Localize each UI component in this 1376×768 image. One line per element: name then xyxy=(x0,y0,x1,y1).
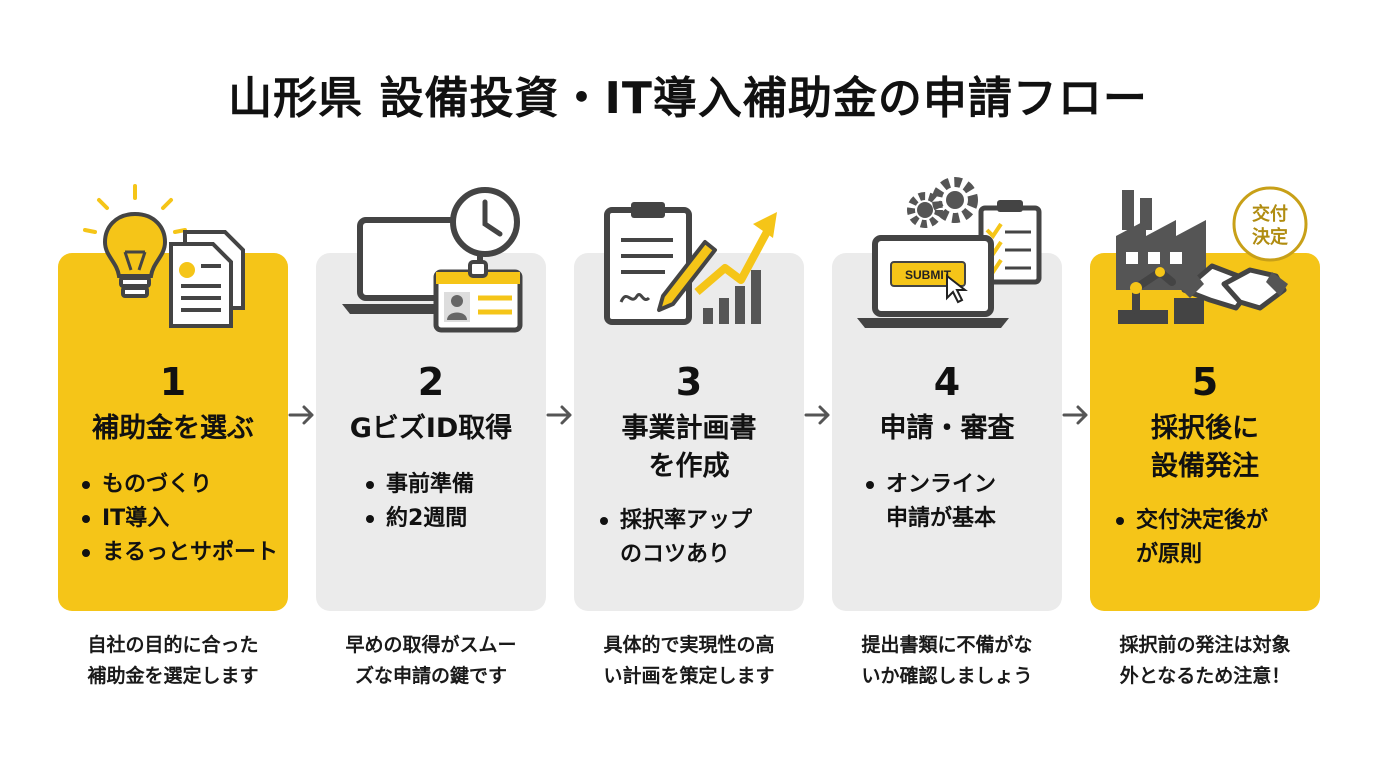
bullet-item: オンライン xyxy=(862,468,1092,502)
step-title-4: 申請・審査 xyxy=(879,413,1015,444)
step-icon-4: SUBMIT xyxy=(845,177,1105,340)
clipboard-icon xyxy=(604,202,692,325)
bullet-item: まるっとサポート xyxy=(78,536,308,570)
bullet-item-continuation: が原則 xyxy=(1136,542,1203,567)
step-bullets-5: 交付決定後が が原則 xyxy=(1112,504,1342,572)
bullet-item-continuation: 申請が基本 xyxy=(886,506,997,531)
growth-chart-icon xyxy=(694,212,777,324)
bullet-item: ものづくり xyxy=(78,468,308,502)
bullet-item: IT導入 xyxy=(78,502,308,536)
step-bullets-3: 採択率アップ のコツあり xyxy=(596,504,826,572)
flow-arrow-icon xyxy=(803,400,833,430)
bullet-item: 採択率アップ xyxy=(596,504,826,538)
bullet-item: 事前準備 xyxy=(362,468,592,502)
handshake-icon xyxy=(1180,263,1288,311)
step-caption-4: 提出書類に不備がな いか確認しましょう xyxy=(861,634,1033,687)
step-caption-3: 具体的で実現性の高 い計画を策定します xyxy=(603,634,775,687)
step-icon-2 xyxy=(330,180,590,340)
pencil-icon xyxy=(657,240,717,312)
step-number-3: 3 xyxy=(675,360,703,404)
flow-arrow-icon xyxy=(287,400,317,430)
checklist-icon xyxy=(978,200,1042,285)
bullet-item: 約2週間 xyxy=(362,502,592,536)
step-title-3: 事業計画書 を作成 xyxy=(621,413,757,482)
svg-text:交付: 交付 xyxy=(1252,203,1288,225)
bullet-item-continuation: のコツあり xyxy=(620,542,731,567)
svg-text:決定: 決定 xyxy=(1252,226,1288,248)
step-title-2: GビズID取得 xyxy=(349,413,513,444)
factory-icon xyxy=(1116,190,1206,290)
step-number-5: 5 xyxy=(1191,360,1219,404)
svg-text:SUBMIT: SUBMIT xyxy=(905,268,952,282)
documents-icon xyxy=(169,230,245,328)
page-title: 山形県 設備投資・IT導入補助金の申請フロー xyxy=(228,73,1148,124)
step-icon-5: 交付 決定 xyxy=(1100,180,1360,340)
step-bullets-1: ものづくり IT導入 まるっとサポート xyxy=(78,468,308,570)
step-caption-1: 自社の目的に合った 補助金を選定します xyxy=(87,634,259,687)
step-number-1: 1 xyxy=(159,360,187,404)
gear-icon xyxy=(907,177,978,228)
clock-icon xyxy=(450,187,520,257)
lightbulb-icon xyxy=(83,184,187,298)
flow-arrow-icon xyxy=(1061,400,1091,430)
approval-stamp-icon: 交付 決定 xyxy=(1232,186,1308,262)
submit-button-icon: SUBMIT xyxy=(890,261,968,304)
flow-arrow-icon xyxy=(545,400,575,430)
bullet-item: 交付決定後が xyxy=(1112,504,1342,538)
step-caption-5: 採択前の発注は対象 外となるため注意！ xyxy=(1119,634,1291,687)
id-card-icon xyxy=(433,260,523,333)
step-title-5: 採択後に 設備発注 xyxy=(1151,413,1259,482)
step-caption-2: 早めの取得がスムー ズな申請の鍵です xyxy=(345,634,517,687)
step-number-2: 2 xyxy=(417,360,445,404)
robot-arm-icon xyxy=(1118,267,1204,324)
step-title-1: 補助金を選ぶ xyxy=(92,413,254,444)
step-number-4: 4 xyxy=(933,360,961,404)
step-bullets-4: オンライン 申請が基本 xyxy=(862,468,1092,536)
step-icon-1 xyxy=(45,180,305,340)
step-icon-3 xyxy=(585,180,845,340)
step-bullets-2: 事前準備 約2週間 xyxy=(362,468,592,536)
